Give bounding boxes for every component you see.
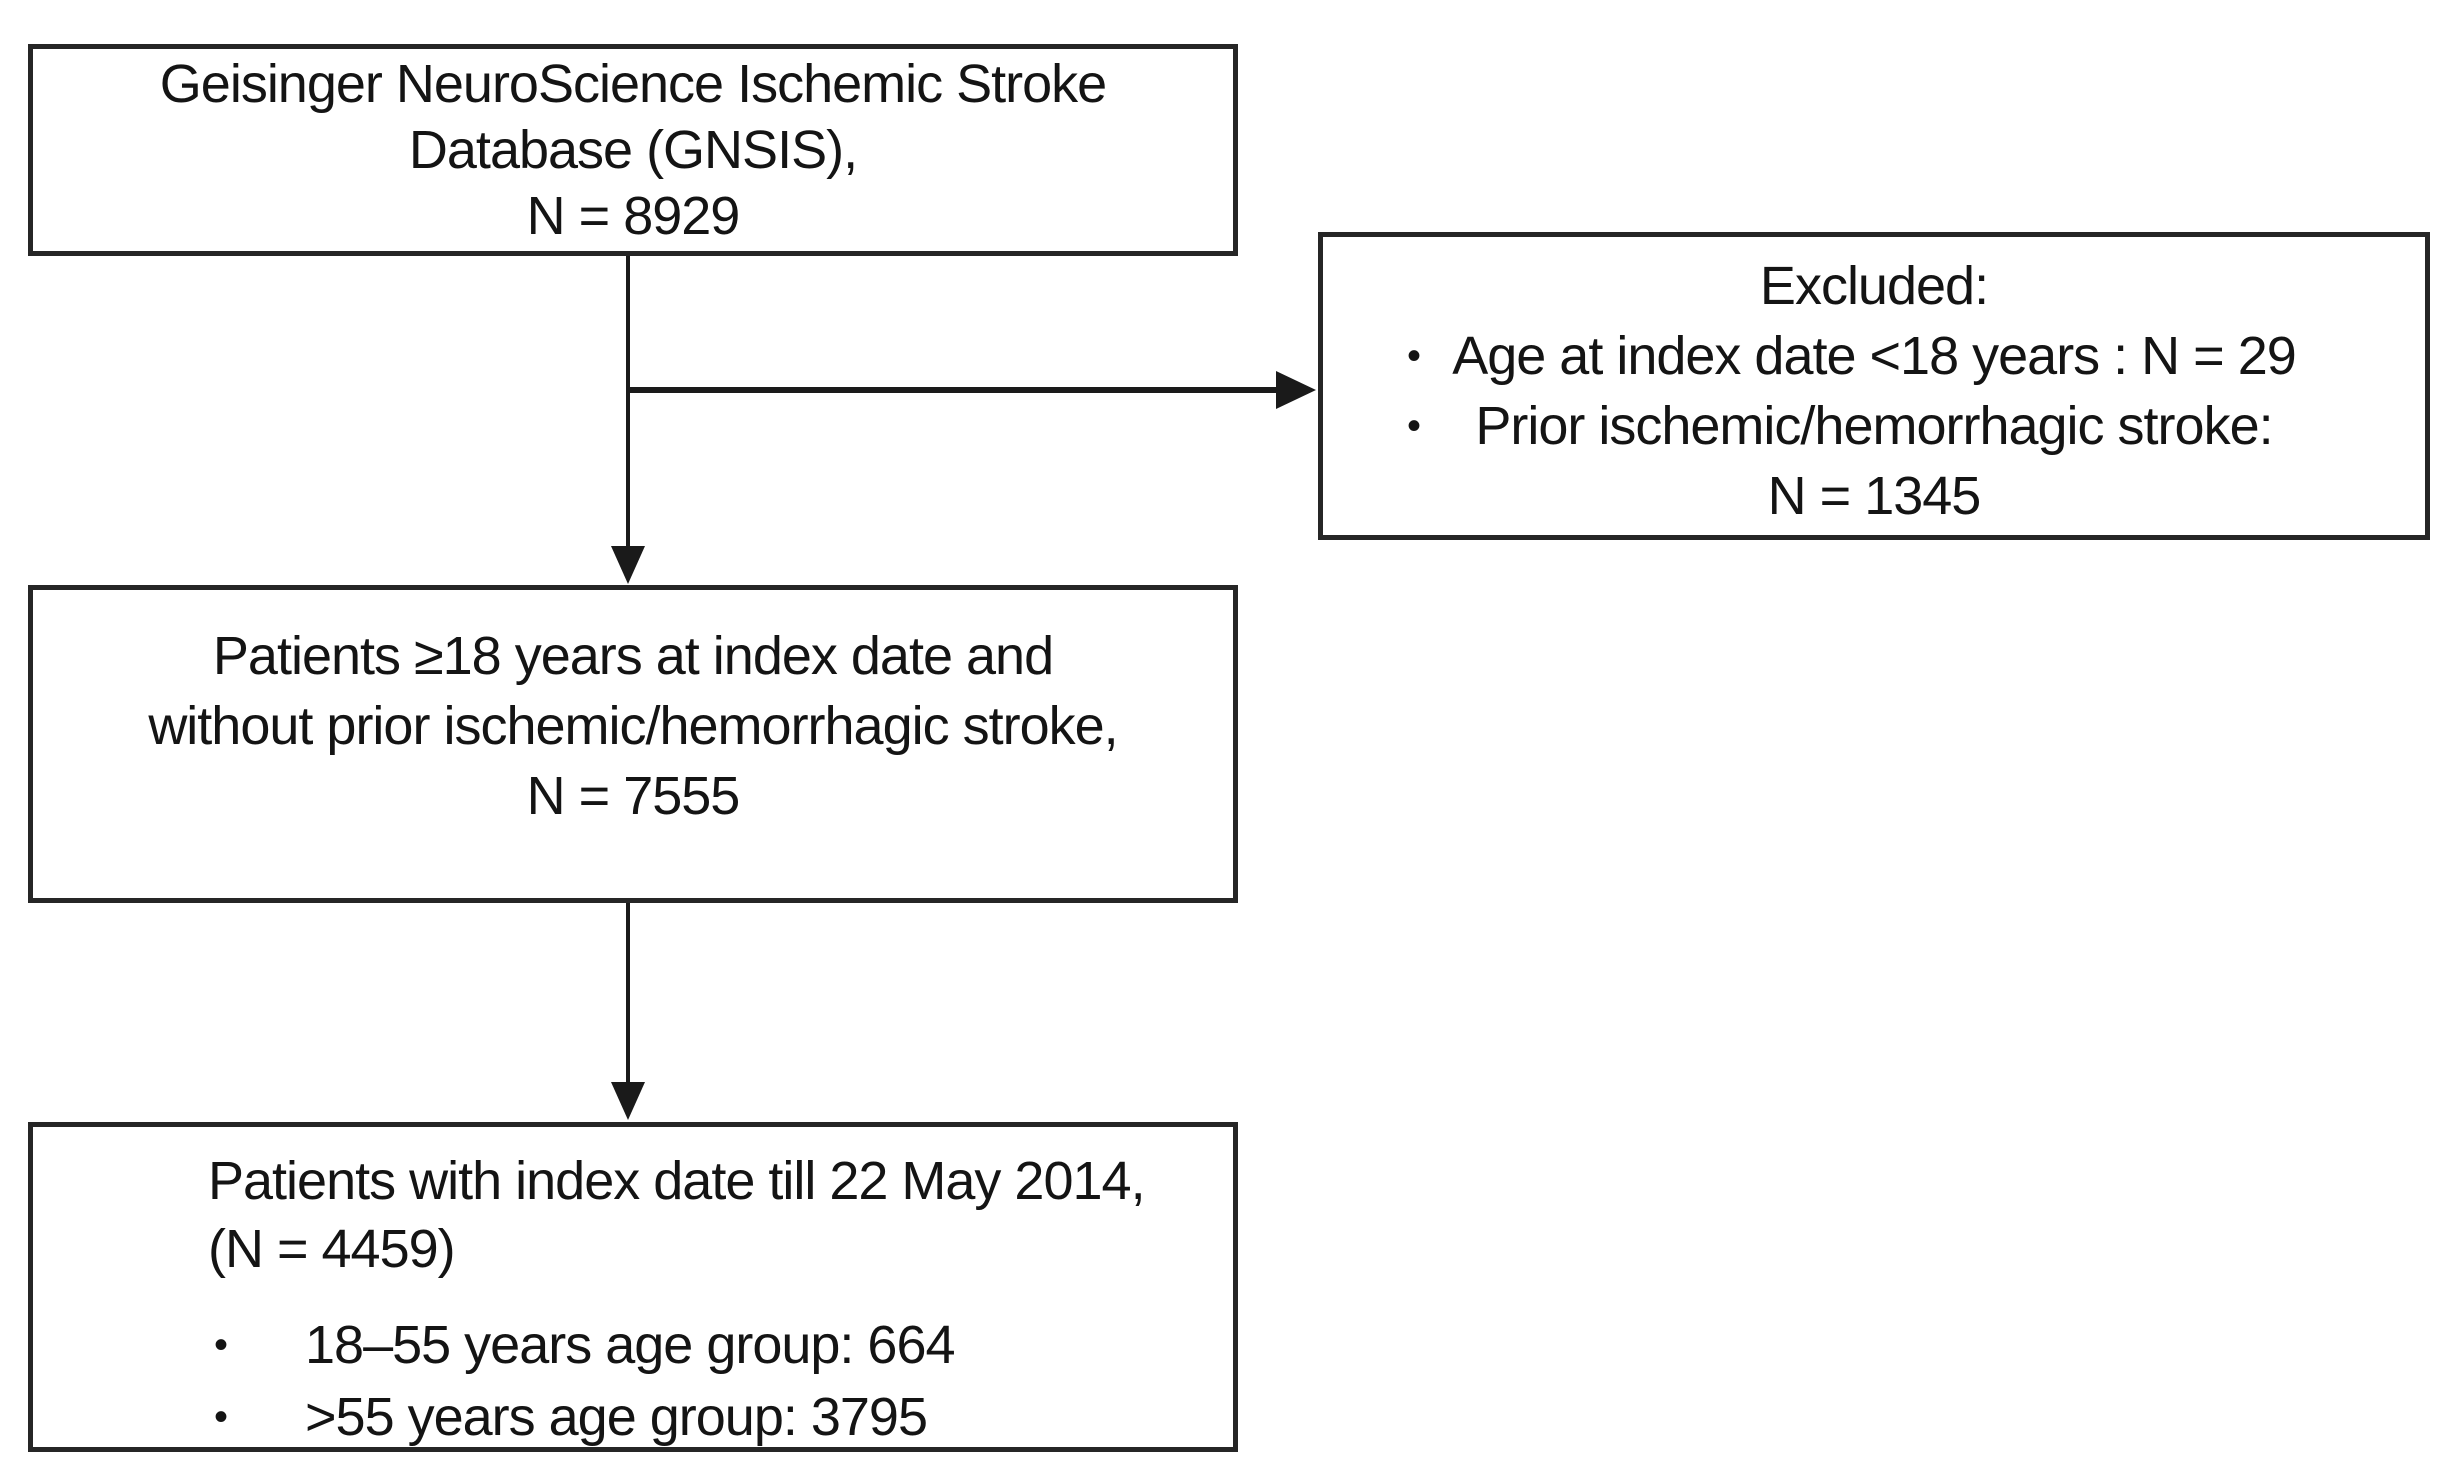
bullet-icon: •: [214, 1395, 228, 1439]
node-text-block: Patients with index date till 22 May 201…: [33, 1127, 1233, 1449]
node-text-line: without prior ischemic/hemorrhagic strok…: [148, 696, 1118, 756]
bullet-icon: •: [214, 1323, 228, 1367]
excluded-bullet-1: • Age at index date <18 years : N = 29: [1323, 321, 2425, 391]
arrow-right-to-excluded: [628, 371, 1316, 409]
arrow-down-gnsis-to-eligible: [611, 256, 645, 584]
node-excluded: Excluded: • Age at index date <18 years …: [1318, 232, 2430, 540]
node-gnsis-database: Geisinger NeuroScience Ischemic Stroke D…: [28, 44, 1238, 256]
node-text-line: Database (GNSIS),: [408, 120, 858, 180]
node-text-block: Geisinger NeuroScience Ischemic Stroke D…: [33, 49, 1233, 251]
node-final-cohort: Patients with index date till 22 May 201…: [28, 1122, 1238, 1452]
excluded-bullet-2-text: Prior ischemic/hemorrhagic stroke:: [1475, 396, 2273, 456]
excluded-title: Excluded:: [1759, 256, 1989, 316]
node-text-line: Patients ≥18 years at index date and: [212, 626, 1054, 686]
final-count-line: (N = 4459): [208, 1219, 456, 1279]
excluded-bullet-2: • Prior ischemic/hemorrhagic stroke:: [1323, 391, 2425, 461]
final-bullet-1-text: 18–55 years age group: 664: [305, 1315, 956, 1375]
node-text-line: Geisinger NeuroScience Ischemic Stroke: [159, 54, 1107, 114]
node-count-line: N = 8929: [526, 186, 741, 246]
arrow-down-eligible-to-final: [611, 903, 645, 1120]
node-text-block: Excluded: • Age at index date <18 years …: [1323, 237, 2425, 531]
final-bullet-list: • 18–55 years age group: 664 • >55 years…: [33, 1313, 1233, 1449]
node-text-block: Patients ≥18 years at index date and wit…: [33, 590, 1233, 898]
node-eligible-patients: Patients ≥18 years at index date and wit…: [28, 585, 1238, 903]
excluded-bullet-2-count: N = 1345: [1767, 466, 1982, 526]
bullet-icon: •: [1407, 334, 1421, 378]
node-count-line: N = 7555: [526, 766, 741, 826]
final-bullet-2: • >55 years age group: 3795: [214, 1385, 1233, 1449]
excluded-bullet-1-text: Age at index date <18 years : N = 29: [1452, 326, 2297, 386]
bullet-icon: •: [1407, 404, 1421, 448]
final-bullet-1: • 18–55 years age group: 664: [214, 1313, 1233, 1377]
final-line-1: Patients with index date till 22 May 201…: [208, 1151, 1146, 1211]
final-bullet-2-text: >55 years age group: 3795: [305, 1387, 928, 1447]
